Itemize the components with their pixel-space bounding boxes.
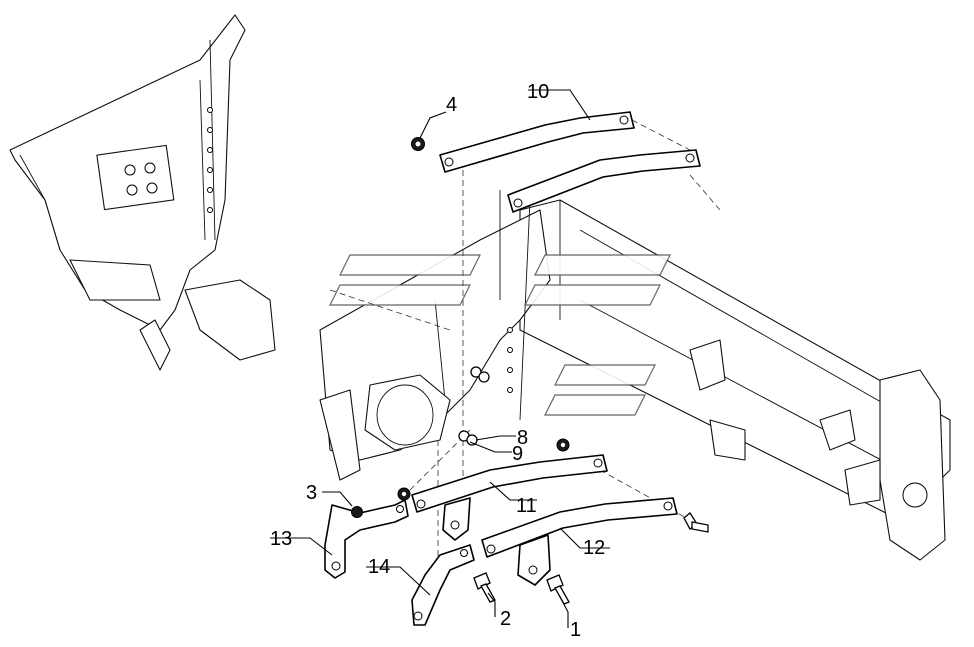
- center-bracket-assembly: [319, 190, 551, 481]
- part-11-strap[interactable]: [411, 454, 608, 541]
- leader-lines: [270, 89, 610, 628]
- chassis-rail: [519, 199, 951, 561]
- part-10-upper-strap[interactable]: [439, 111, 635, 173]
- washer[interactable]: [470, 366, 490, 383]
- part-8-nut[interactable]: [458, 430, 478, 446]
- callout-9: 9: [512, 443, 523, 465]
- callout-11: 11: [516, 495, 537, 517]
- callout-10: 10: [527, 81, 549, 103]
- part-14-bracket[interactable]: [411, 544, 475, 626]
- callout-14: 14: [368, 556, 390, 578]
- callout-13: 13: [270, 528, 292, 550]
- callout-8: 8: [517, 427, 528, 449]
- part-1-bolt[interactable]: [546, 574, 570, 605]
- part-13-bracket[interactable]: [324, 499, 409, 579]
- part-3-nut[interactable]: [351, 506, 363, 518]
- callout-1: 1: [570, 619, 581, 641]
- watermark-logo: [329, 254, 671, 416]
- callout-3: 3: [306, 482, 317, 504]
- left-crossmember: [9, 14, 276, 371]
- nut[interactable]: [556, 438, 570, 452]
- callout-12: 12: [583, 537, 605, 559]
- callout-4: 4: [446, 94, 457, 116]
- callout-2: 2: [500, 608, 511, 630]
- bolt[interactable]: [683, 512, 709, 533]
- part-12-strap[interactable]: [481, 497, 678, 586]
- nut[interactable]: [397, 487, 411, 501]
- part-10-lower-strap[interactable]: [507, 149, 701, 213]
- part-4-nut[interactable]: [411, 137, 425, 151]
- callout-labels: 1 2 3 4 8 9 10 11 12 13 14: [270, 81, 605, 641]
